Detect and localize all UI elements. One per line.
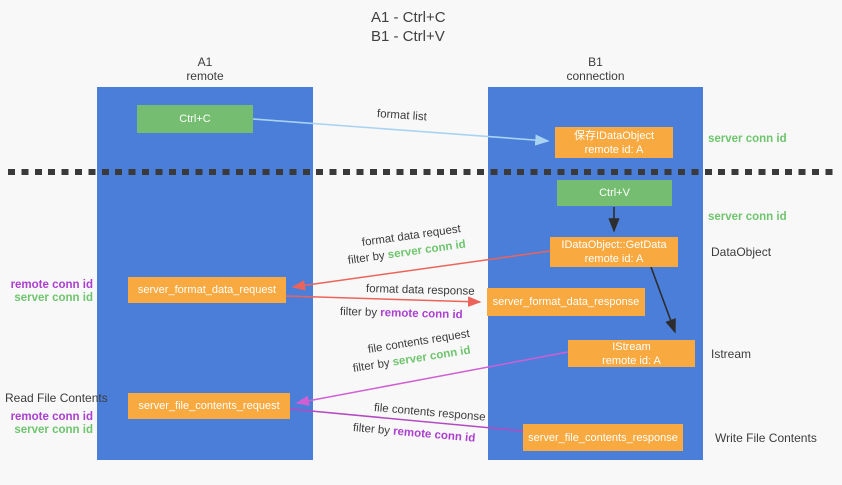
server-format-data-request-box: server_format_data_request: [128, 277, 286, 303]
istream-line2: remote id: A: [602, 354, 661, 367]
server-file-contents-request-box: server_file_contents_request: [128, 393, 290, 419]
format-remote-conn-id-label: remote conn id: [10, 279, 93, 291]
file-conn-id-stack: remote conn id server conn id: [0, 411, 93, 437]
filter-by-text: filter by: [339, 306, 381, 320]
server-file-contents-response-box: server_file_contents_response: [523, 424, 683, 451]
server-conn-id-label-mid: server conn id: [708, 211, 787, 223]
filter-by-text: filter by: [352, 356, 394, 375]
right-column-name: B1: [588, 55, 603, 69]
ctrl-v-box: Ctrl+V: [557, 180, 672, 206]
write-file-contents-label: Write File Contents: [715, 431, 817, 445]
ctrl-v-label: Ctrl+V: [599, 187, 630, 199]
server-file-contents-request-label: server_file_contents_request: [138, 400, 280, 412]
filter-by-text: filter by: [347, 249, 389, 267]
idataobject-getdata-box: IDataObject::GetData remote id: A: [550, 237, 678, 267]
filter-by-text: filter by: [352, 422, 394, 438]
server-file-contents-response-label: server_file_contents_response: [528, 431, 678, 444]
server-format-data-response-label: server_format_data_response: [492, 296, 640, 308]
file-contents-response-arrow-label: file contents response: [373, 402, 486, 424]
server-format-data-response-box: server_format_data_response: [487, 288, 645, 316]
file-contents-response-filter-label: filter by remote conn id: [352, 422, 475, 445]
left-column-header: A1 remote: [97, 55, 313, 83]
diagram-title: A1 - Ctrl+C B1 - Ctrl+V: [371, 8, 446, 46]
left-column-name: A1: [197, 55, 213, 69]
format-conn-id-stack: remote conn id server conn id: [0, 279, 93, 305]
istream-side-label: Istream: [711, 347, 752, 361]
format-list-arrow-label: format list: [376, 108, 428, 124]
getdata-line2: remote id: A: [584, 253, 644, 265]
read-file-contents-label: Read File Contents: [5, 391, 108, 405]
save-idataobject-box: 保存IDataObject remote id: A: [555, 127, 673, 158]
istream-line1: IStream: [612, 340, 651, 353]
format-server-conn-id-label: server conn id: [14, 292, 93, 304]
right-column-header: B1 connection: [488, 55, 703, 83]
save-idataobject-line2: remote id: A: [584, 143, 644, 156]
format-data-response-filter-label: filter by remote conn id: [340, 306, 463, 321]
ctrl-c-box: Ctrl+C: [137, 105, 253, 133]
phase-separator-dotted-line: [8, 169, 836, 175]
right-column-role: connection: [566, 69, 625, 83]
dataobject-label: DataObject: [711, 245, 772, 259]
remote-conn-id-text: remote conn id: [392, 425, 476, 445]
ctrl-c-label: Ctrl+C: [179, 113, 211, 125]
istream-box: IStream remote id: A: [568, 340, 695, 367]
file-server-conn-id-label: server conn id: [14, 424, 93, 436]
remote-conn-id-text: remote conn id: [380, 307, 463, 322]
getdata-line1: IDataObject::GetData: [561, 239, 667, 251]
title-line-a1: A1 - Ctrl+C: [371, 9, 446, 26]
server-format-data-request-label: server_format_data_request: [137, 284, 277, 296]
format-data-response-arrow-label: format data response: [365, 283, 475, 298]
left-column-role: remote: [186, 69, 224, 83]
title-line-b1: B1 - Ctrl+V: [371, 28, 445, 45]
server-conn-id-label-top: server conn id: [708, 133, 787, 145]
save-idataobject-line1: 保存IDataObject: [573, 129, 655, 142]
file-remote-conn-id-label: remote conn id: [10, 411, 93, 423]
